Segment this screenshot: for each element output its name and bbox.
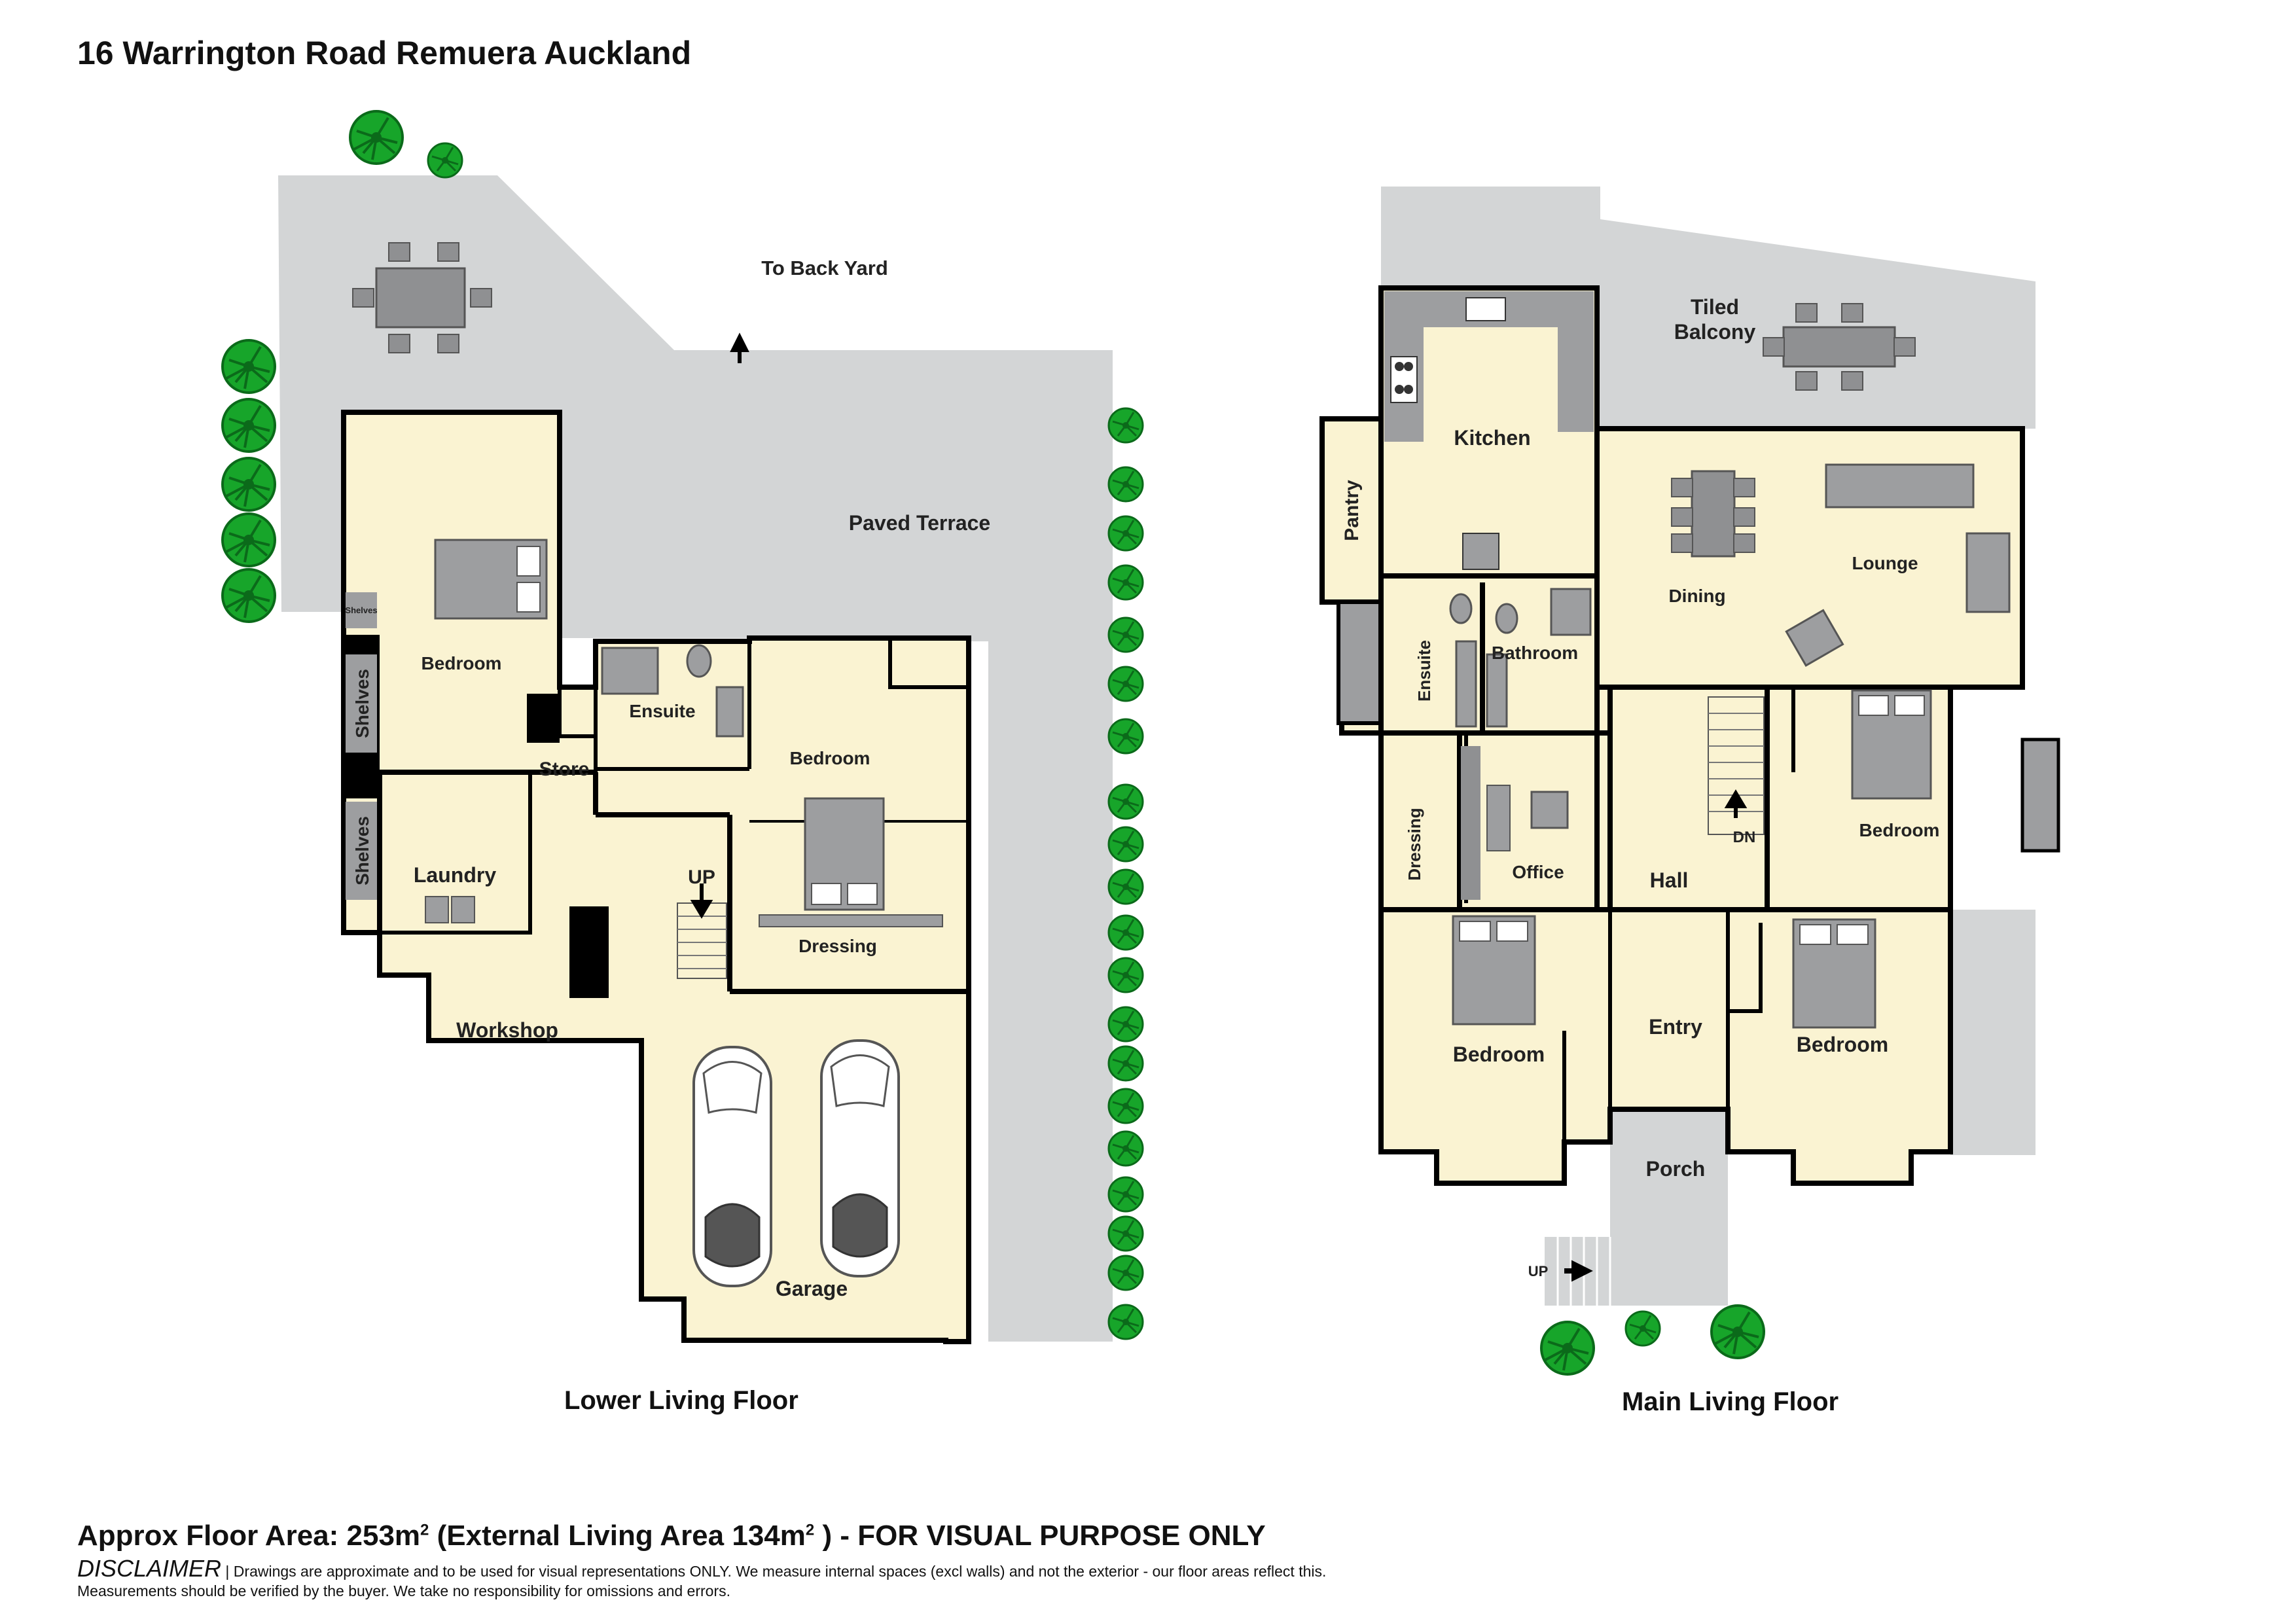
main-label-bathroom: Bathroom xyxy=(1492,643,1578,663)
lower-label-shelves-1: Shelves xyxy=(352,669,372,738)
main-bedroom-3-bed xyxy=(1792,918,1876,1029)
lower-label-shelves-small: Shelves xyxy=(345,605,377,615)
lower-label-shelves-2: Shelves xyxy=(352,816,372,885)
main-balcony-area xyxy=(1381,187,2036,429)
main-kitchen-cabinets xyxy=(1384,291,1594,570)
disclaimer-heading: DISCLAIMER xyxy=(77,1555,222,1582)
main-label-office: Office xyxy=(1512,862,1564,882)
lower-floor: To Back Yard Paved Terrace Bedroom Shelv… xyxy=(221,110,1144,1344)
main-label-bedroom-2: Bedroom xyxy=(1453,1043,1545,1066)
lower-bedroom-2-bed xyxy=(804,797,885,911)
main-label-bedroom-3: Bedroom xyxy=(1797,1033,1888,1056)
main-floor: Tiled Balcony Kitchen Pantry Dining Loun… xyxy=(1319,187,2060,1376)
lower-shelves-1 xyxy=(346,654,377,753)
area-prefix: Approx Floor Area: 253m xyxy=(77,1520,421,1552)
main-dining-table xyxy=(1671,470,1755,558)
lower-label-workshop: Workshop xyxy=(456,1018,558,1042)
lower-bedroom-1-bed xyxy=(434,539,548,620)
main-label-tiled: Tiled xyxy=(1691,295,1739,319)
main-balcony-table xyxy=(1763,303,1916,391)
lower-shelves-2 xyxy=(346,802,377,900)
lower-label-garage: Garage xyxy=(776,1277,848,1300)
lower-stairs xyxy=(677,883,727,979)
area-sup-2: 2 xyxy=(805,1521,815,1539)
main-bedroom-2-bed xyxy=(1452,915,1536,1026)
main-label-ensuite: Ensuite xyxy=(1414,640,1434,702)
main-label-balcony: Balcony xyxy=(1674,320,1756,344)
garage-car-1 xyxy=(692,1046,772,1287)
lower-label-bedroom-1: Bedroom xyxy=(422,653,502,673)
main-label-dn: DN xyxy=(1733,829,1756,846)
lower-label-laundry: Laundry xyxy=(414,863,496,887)
lower-label-bedroom-2: Bedroom xyxy=(790,748,870,768)
main-label-entry: Entry xyxy=(1649,1015,1702,1039)
main-label-dressing: Dressing xyxy=(1405,808,1424,880)
area-suffix: ) - FOR VISUAL PURPOSE ONLY xyxy=(814,1520,1266,1552)
garage-car-2 xyxy=(820,1039,900,1277)
main-floor-label: Main Living Floor xyxy=(1622,1387,1839,1416)
main-label-dining: Dining xyxy=(1668,586,1725,606)
lower-floor-label: Lower Living Floor xyxy=(564,1386,798,1415)
lower-outdoor-table xyxy=(352,242,492,353)
lower-label-ensuite: Ensuite xyxy=(629,701,695,721)
main-label-bedroom-1: Bedroom xyxy=(1859,820,1940,840)
area-middle: (External Living Area 134m xyxy=(429,1520,806,1552)
main-side-area xyxy=(1950,910,2036,1155)
main-porch-area xyxy=(1610,1109,1728,1237)
main-stairs xyxy=(1708,696,1765,835)
lower-label-dressing: Dressing xyxy=(798,936,877,956)
lower-label-paved-terrace: Paved Terrace xyxy=(849,511,990,535)
main-label-porch: Porch xyxy=(1646,1157,1706,1181)
main-label-up: UP xyxy=(1528,1263,1549,1279)
main-trees xyxy=(1540,1304,1765,1376)
plan-title: 16 Warrington Road Remuera Auckland xyxy=(77,35,692,71)
main-label-hall: Hall xyxy=(1650,868,1689,892)
lower-label-up: UP xyxy=(688,866,715,888)
lower-shelves-small xyxy=(346,592,377,628)
main-label-pantry: Pantry xyxy=(1341,480,1363,541)
lower-label-back-yard: To Back Yard xyxy=(761,257,888,279)
main-bedroom-1-bed xyxy=(1851,689,1932,800)
floor-area-summary: Approx Floor Area: 253m2 (External Livin… xyxy=(77,1520,1266,1552)
lower-rooms-floor xyxy=(341,410,971,1344)
disclaimer-line-2: Measurements should be verified by the b… xyxy=(77,1582,731,1599)
disclaimer: DISCLAIMER | Drawings are approximate an… xyxy=(77,1557,1648,1601)
main-ensuite-shower-block xyxy=(1336,600,1383,725)
disclaimer-line-1: | Drawings are approximate and to be use… xyxy=(221,1563,1327,1580)
lower-ensuite-shower xyxy=(601,647,659,695)
area-sup-1: 2 xyxy=(420,1521,429,1539)
main-label-lounge: Lounge xyxy=(1852,553,1918,573)
lower-ensuite-toilet xyxy=(686,644,712,678)
lower-ensuite-basin xyxy=(715,686,744,738)
main-lounge-sofa xyxy=(1785,463,2011,668)
main-label-kitchen: Kitchen xyxy=(1454,426,1530,450)
lower-label-store: Store xyxy=(539,758,590,780)
